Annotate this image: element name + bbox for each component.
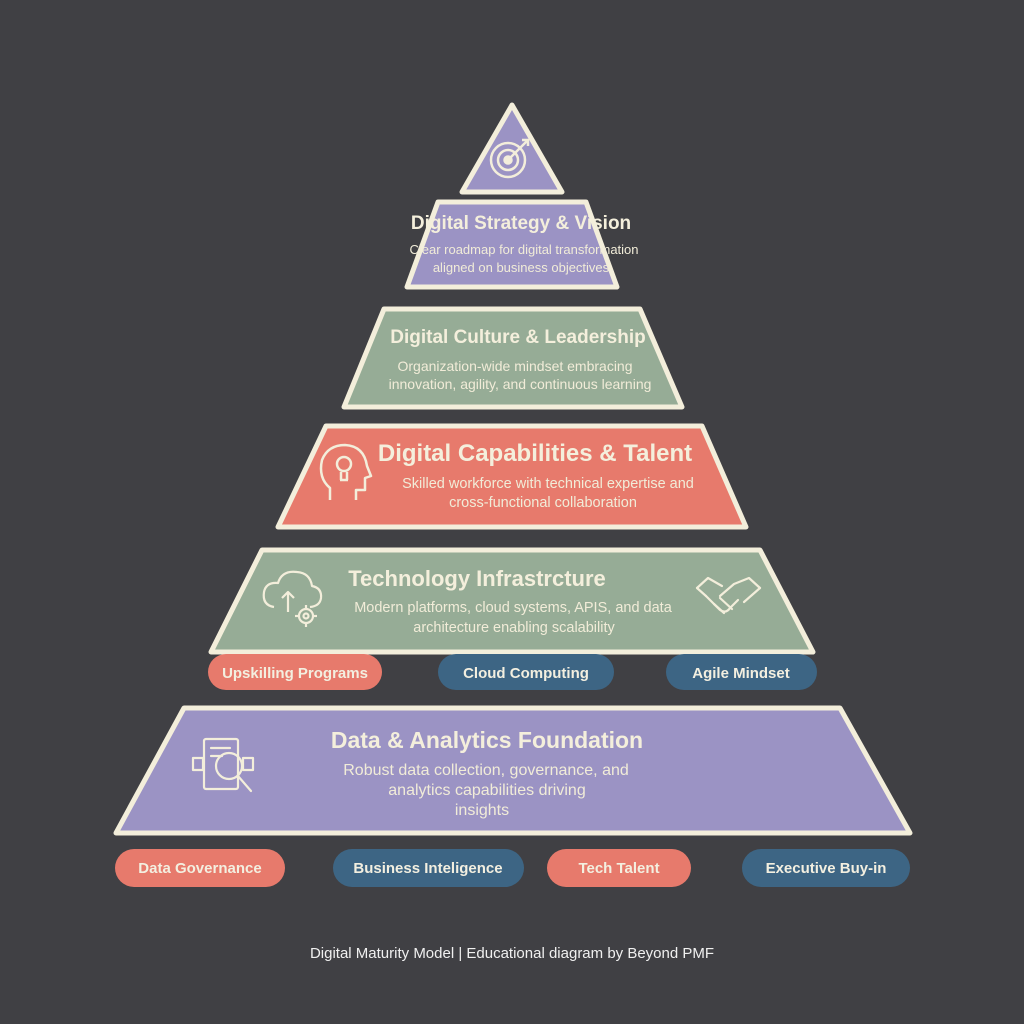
level-data-band [113,705,913,836]
cloud-gear-icon [262,570,323,627]
level-data-title: Data & Analytics Foundation [331,727,643,753]
level-capabilities-desc-line1: Skilled workforce with technical experti… [402,476,694,492]
footer-caption: Digital Maturity Model | Educational dia… [310,945,714,962]
pills-row-1: Upskilling Programs Cloud Computing Agil… [208,654,817,690]
pill-executive-buy-in[interactable]: Executive Buy-in [742,849,910,887]
pills-row-2: Data Governance Business Inteligence Tec… [115,849,910,887]
pill-upskilling-programs[interactable]: Upskilling Programs [208,654,382,690]
level-capabilities-desc-line2: cross-functional collaboration [449,495,637,511]
head-lightbulb-icon [319,443,373,500]
level-capabilities-title: Digital Capabilities & Talent [378,440,692,467]
level-data-desc-line1: Robust data collection, governance, and [343,762,629,779]
pill-label: Tech Talent [578,860,659,877]
level-culture-desc-line2: innovation, agility, and continuous lear… [389,376,652,392]
level-strategy-desc-line1: Clear roadmap for digital transformation [409,242,638,257]
target-icon [489,138,530,179]
level-strategy-title: Digital Strategy & Vision [411,213,631,234]
pill-label: Business Inteligence [353,860,502,877]
level-culture-title: Digital Culture & Leadership [390,327,645,348]
level-data: Data & Analytics Foundation Robust data … [113,705,913,836]
level-technology-band [208,547,816,655]
level-culture-desc-line1: Organization-wide mindset embracing [398,358,633,374]
level-strategy-apex [459,102,565,195]
pill-label: Upskilling Programs [222,665,368,682]
pill-cloud-computing[interactable]: Cloud Computing [438,654,614,690]
pill-business-intelligence[interactable]: Business Inteligence [333,849,524,887]
level-capabilities: Digital Capabilities & Talent Skilled wo… [275,423,749,530]
pill-label: Agile Mindset [692,665,790,682]
level-technology: Technology Infrastrcture Modern platform… [208,547,816,655]
level-data-desc-line2: analytics capabilities driving [388,782,585,799]
pill-tech-talent[interactable]: Tech Talent [547,849,691,887]
pill-label: Data Governance [138,860,261,877]
level-strategy-desc-line2: aligned on business objectives [433,260,610,275]
level-culture: Digital Culture & Leadership Organizatio… [341,306,685,410]
data-search-icon [191,737,255,793]
pill-label: Cloud Computing [463,665,589,682]
level-technology-desc-line1: Modern platforms, cloud systems, APIS, a… [354,600,672,616]
level-strategy-band [404,199,620,290]
level-culture-band [341,306,685,410]
level-strategy: Digital Strategy & Vision Clear roadmap … [404,102,639,290]
pill-label: Executive Buy-in [766,860,887,877]
level-technology-desc-line2: architecture enabling scalability [413,620,615,636]
pill-agile-mindset[interactable]: Agile Mindset [666,654,817,690]
level-capabilities-band [275,423,749,530]
handshake-icon [695,576,762,615]
pill-data-governance[interactable]: Data Governance [115,849,285,887]
level-technology-title: Technology Infrastrcture [348,566,606,591]
level-data-desc-line3: insights [455,802,509,819]
